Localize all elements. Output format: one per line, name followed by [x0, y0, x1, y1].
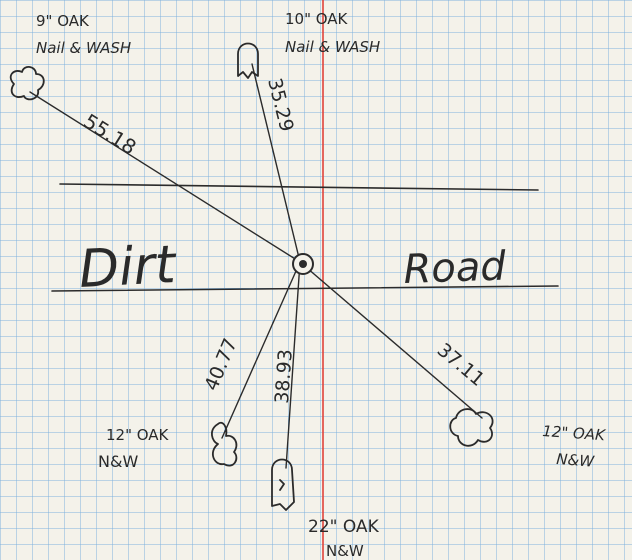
distance-label-s: 38.93 [271, 349, 297, 405]
tree-blob-icon [271, 458, 295, 511]
svg-text:9" OAK: 9" OAK [36, 12, 90, 30]
road-word-road: Road [403, 243, 507, 293]
tie-line-se [299, 261, 483, 419]
tie-line-s [285, 261, 301, 469]
tie-line-n [251, 63, 301, 263]
tie-line-sw [221, 261, 301, 439]
tree-label-n: 10" OAK Nail & WASH [285, 10, 380, 56]
tree-label-s: 22" OAK N&W [308, 517, 380, 560]
road-word-dirt: Dirt [78, 235, 179, 300]
svg-text:N&W: N&W [326, 542, 364, 560]
road-edge-bottom [51, 285, 559, 292]
tie-line-nw [29, 91, 301, 263]
svg-text:22" OAK: 22" OAK [308, 517, 380, 537]
svg-text:10" OAK: 10" OAK [285, 10, 349, 28]
svg-text:N&W: N&W [98, 452, 138, 471]
tree-label-se: 12" OAK N&W [542, 422, 607, 471]
svg-text:N&W: N&W [556, 450, 596, 471]
svg-text:12" OAK: 12" OAK [106, 426, 170, 444]
svg-text:Nail & WASH: Nail & WASH [36, 39, 131, 57]
road-edge-top [59, 183, 539, 191]
tree-label-nw: 9" OAK Nail & WASH [36, 12, 131, 57]
tree-blob-icon [449, 408, 494, 447]
svg-text:Nail & WASH: Nail & WASH [285, 38, 380, 56]
svg-text:12" OAK: 12" OAK [542, 422, 607, 444]
tree-blob-icon [9, 66, 45, 101]
circled-dot-icon [292, 253, 314, 275]
tree-blob-icon [211, 421, 238, 467]
tree-blob-icon [237, 42, 259, 79]
tree-label-sw: 12" OAK N&W [98, 426, 170, 471]
